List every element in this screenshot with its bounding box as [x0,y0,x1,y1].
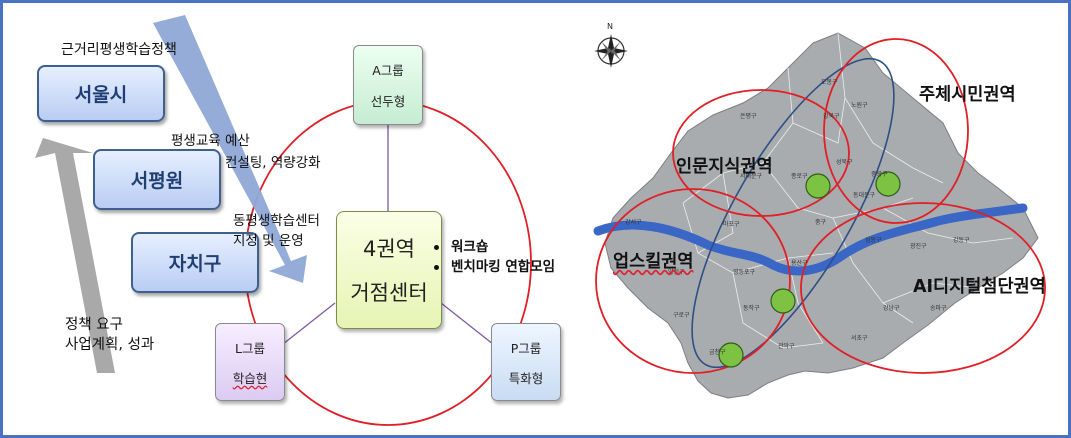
region-label-humanities: 인문지식권역 [676,157,773,177]
district-label: 서초구 [851,335,868,342]
district-label: 동작구 [743,305,760,312]
region-label-citizen: 주체시민권역 [919,85,1016,105]
bullet-workshop: 워크숍 [434,235,488,255]
level-spi: 서평원 [93,149,221,210]
route-ellipse [691,57,895,369]
region-ellipse-citizen [823,38,969,224]
group-a-name: A그룹 [372,63,404,78]
district-label: 용산구 [791,260,808,267]
district-label: 강서구 [625,219,642,226]
district-label: 동대문구 [853,192,876,199]
note-policy-demand: 정책 요구 [65,317,123,333]
note-plan-result: 사업계획, 성과 [65,337,155,353]
hub-marker-south-west [718,342,744,368]
group-l-type: 학습현 [232,370,268,386]
han-river [593,203,1028,276]
district-label: 송파구 [930,305,947,312]
note-center-2: 지정 및 운영 [233,233,304,249]
district-label: 마포구 [723,221,740,228]
hub-marker-north-west [805,173,831,199]
seoul-map: N [593,22,1046,399]
region-ellipse-ai [800,202,1046,374]
group-p-name: P그룹 [510,340,542,356]
bullet-benchmarking: 벤치마킹 연합모임 [434,255,555,275]
spoke-l [277,302,336,349]
district-label: 종로구 [791,173,808,180]
region-label-upskill: 업스킬권역 [613,252,694,272]
policy-top-label: 근거리평생학습정책 [61,42,177,58]
note-consulting: 컨설팅, 역량강화 [225,155,321,171]
compass-north-label: N [607,22,613,31]
district-label: 성동구 [865,237,882,244]
hub-center-line2: 거점센터 [350,281,428,305]
district-label: 광진구 [910,243,927,250]
level-district: 자치구 [131,232,259,293]
group-l-name: L그룹 [235,340,265,356]
compass-icon [594,34,628,68]
district-label: 구로구 [673,312,690,319]
map-landmass [604,32,1039,399]
feedback-arrow [35,138,115,373]
district-label: 중구 [815,219,827,226]
level-seoul: 서울시 [37,65,165,122]
district-label: 성북구 [836,159,853,166]
hub-marker-south [770,288,796,314]
district-label: 강남구 [883,305,900,312]
district-label: 은평구 [740,113,757,120]
district-label: 중랑구 [871,171,888,178]
district-label: 관악구 [778,343,795,350]
district-label: 양천구 [668,269,685,276]
policy-arrow [153,15,307,283]
hub-marker-north-east [875,171,901,197]
district-label: 강북구 [823,113,840,120]
district-label: 도봉구 [821,79,838,86]
district-label: 노원구 [851,102,868,109]
note-center-1: 동평생학습센터 [233,213,320,229]
hub-center: 4권역 거점센터 [336,211,442,329]
group-p-type: 특화형 [508,370,544,386]
region-label-ai: AI디지털첨단권역 [913,277,1046,297]
region-ellipse-upskill [595,188,791,374]
district-label: 서대문구 [740,173,763,180]
note-budget: 평생교육 예산 [171,133,250,149]
group-a: A그룹 선두형 [353,45,423,125]
district-label: 강동구 [953,237,970,244]
group-p: P그룹 특화형 [491,323,561,401]
group-a-type: 선두형 [370,94,406,109]
hub-center-line1: 4권역 [362,237,415,261]
district-label: 영등포구 [733,269,756,276]
district-label: 금천구 [709,349,726,356]
group-l: L그룹 학습현 [215,323,285,401]
spoke-p [440,302,499,349]
